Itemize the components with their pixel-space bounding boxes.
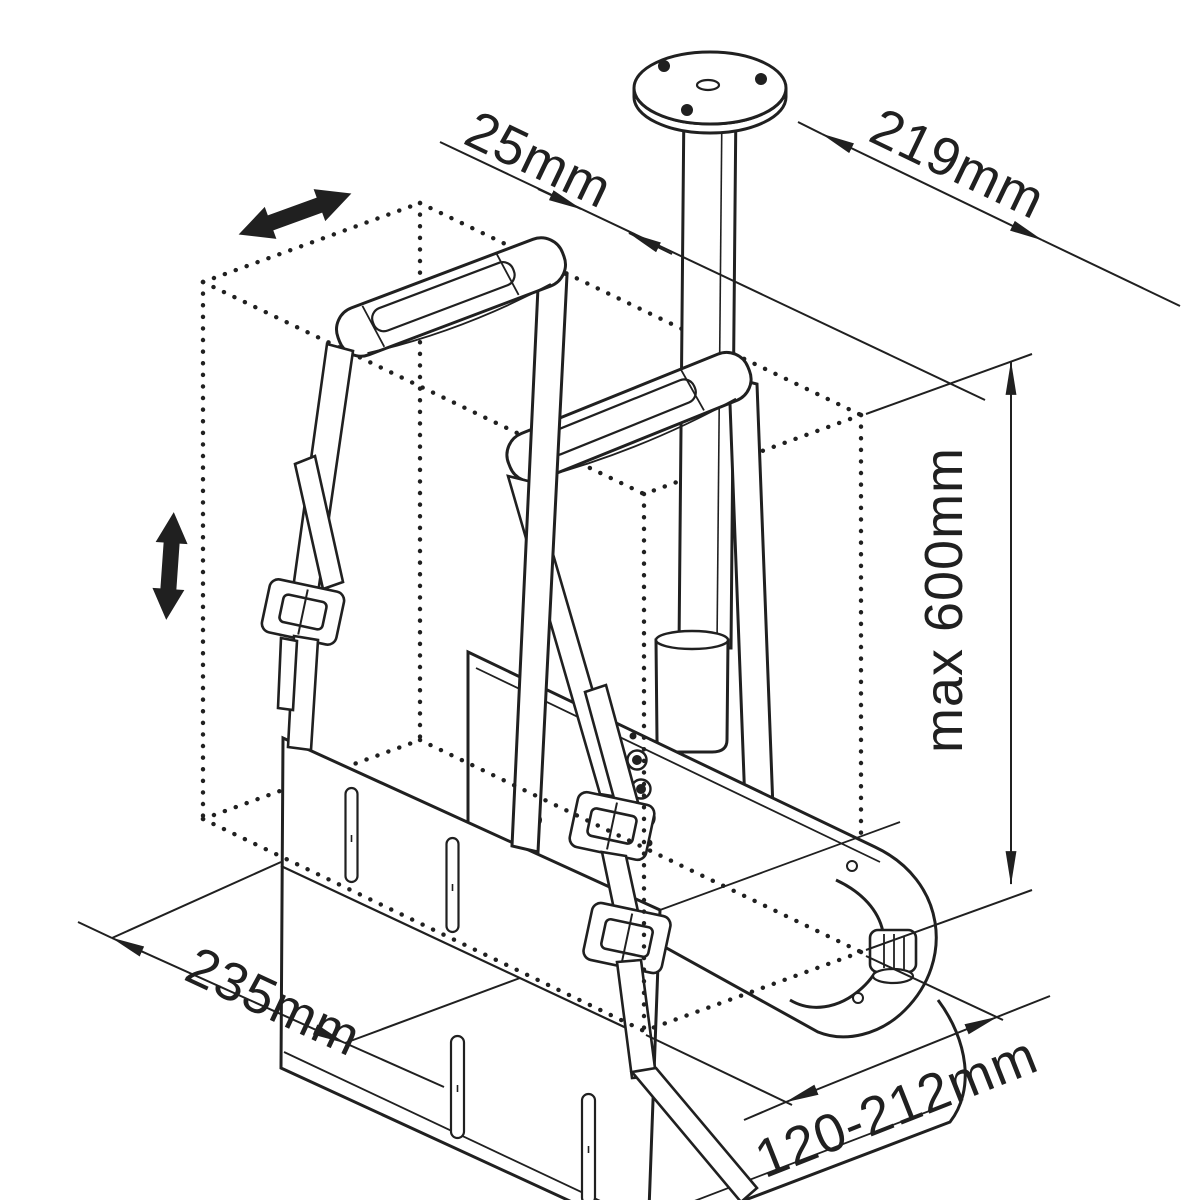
dim-max-height <box>865 353 1033 951</box>
dim-label-width-range: 120-212mm <box>747 1025 1045 1190</box>
dim-label-depth: 219mm <box>861 97 1054 231</box>
front-handle <box>335 236 567 358</box>
dimension-annotations <box>77 121 1181 1121</box>
dim-base-depth <box>77 861 521 1088</box>
dim-rail-gap <box>439 141 986 401</box>
dotted-size-box-front-edges <box>200 491 864 1034</box>
panel-screw-hole <box>852 992 864 1004</box>
dim-width-range <box>645 955 1051 1121</box>
tray-slots <box>344 786 597 1200</box>
plate-center-slot <box>695 78 721 92</box>
plate-hole <box>755 73 767 85</box>
panel-screw-hole <box>846 860 858 872</box>
front-strap-tail <box>276 636 299 712</box>
front-hanger <box>260 236 569 854</box>
plate-hole <box>681 104 693 116</box>
ceiling-plate <box>632 50 788 135</box>
slide-direction-arrow-icon <box>238 189 352 239</box>
back-strap-wrap <box>629 1066 759 1200</box>
height-adjust-arrow-icon <box>152 512 188 620</box>
plate-hole <box>658 60 670 72</box>
dim-label-max-height: max 600mm <box>914 447 974 753</box>
front-strap-buckle <box>260 578 346 646</box>
front-strap-loose-end <box>293 454 345 591</box>
dim-label-rail-gap: 25mm <box>456 99 621 220</box>
holder-side-panel <box>466 649 938 1039</box>
frame-rounded-end <box>789 878 886 1009</box>
front-strap <box>260 342 355 752</box>
dim-depth <box>797 121 1181 307</box>
